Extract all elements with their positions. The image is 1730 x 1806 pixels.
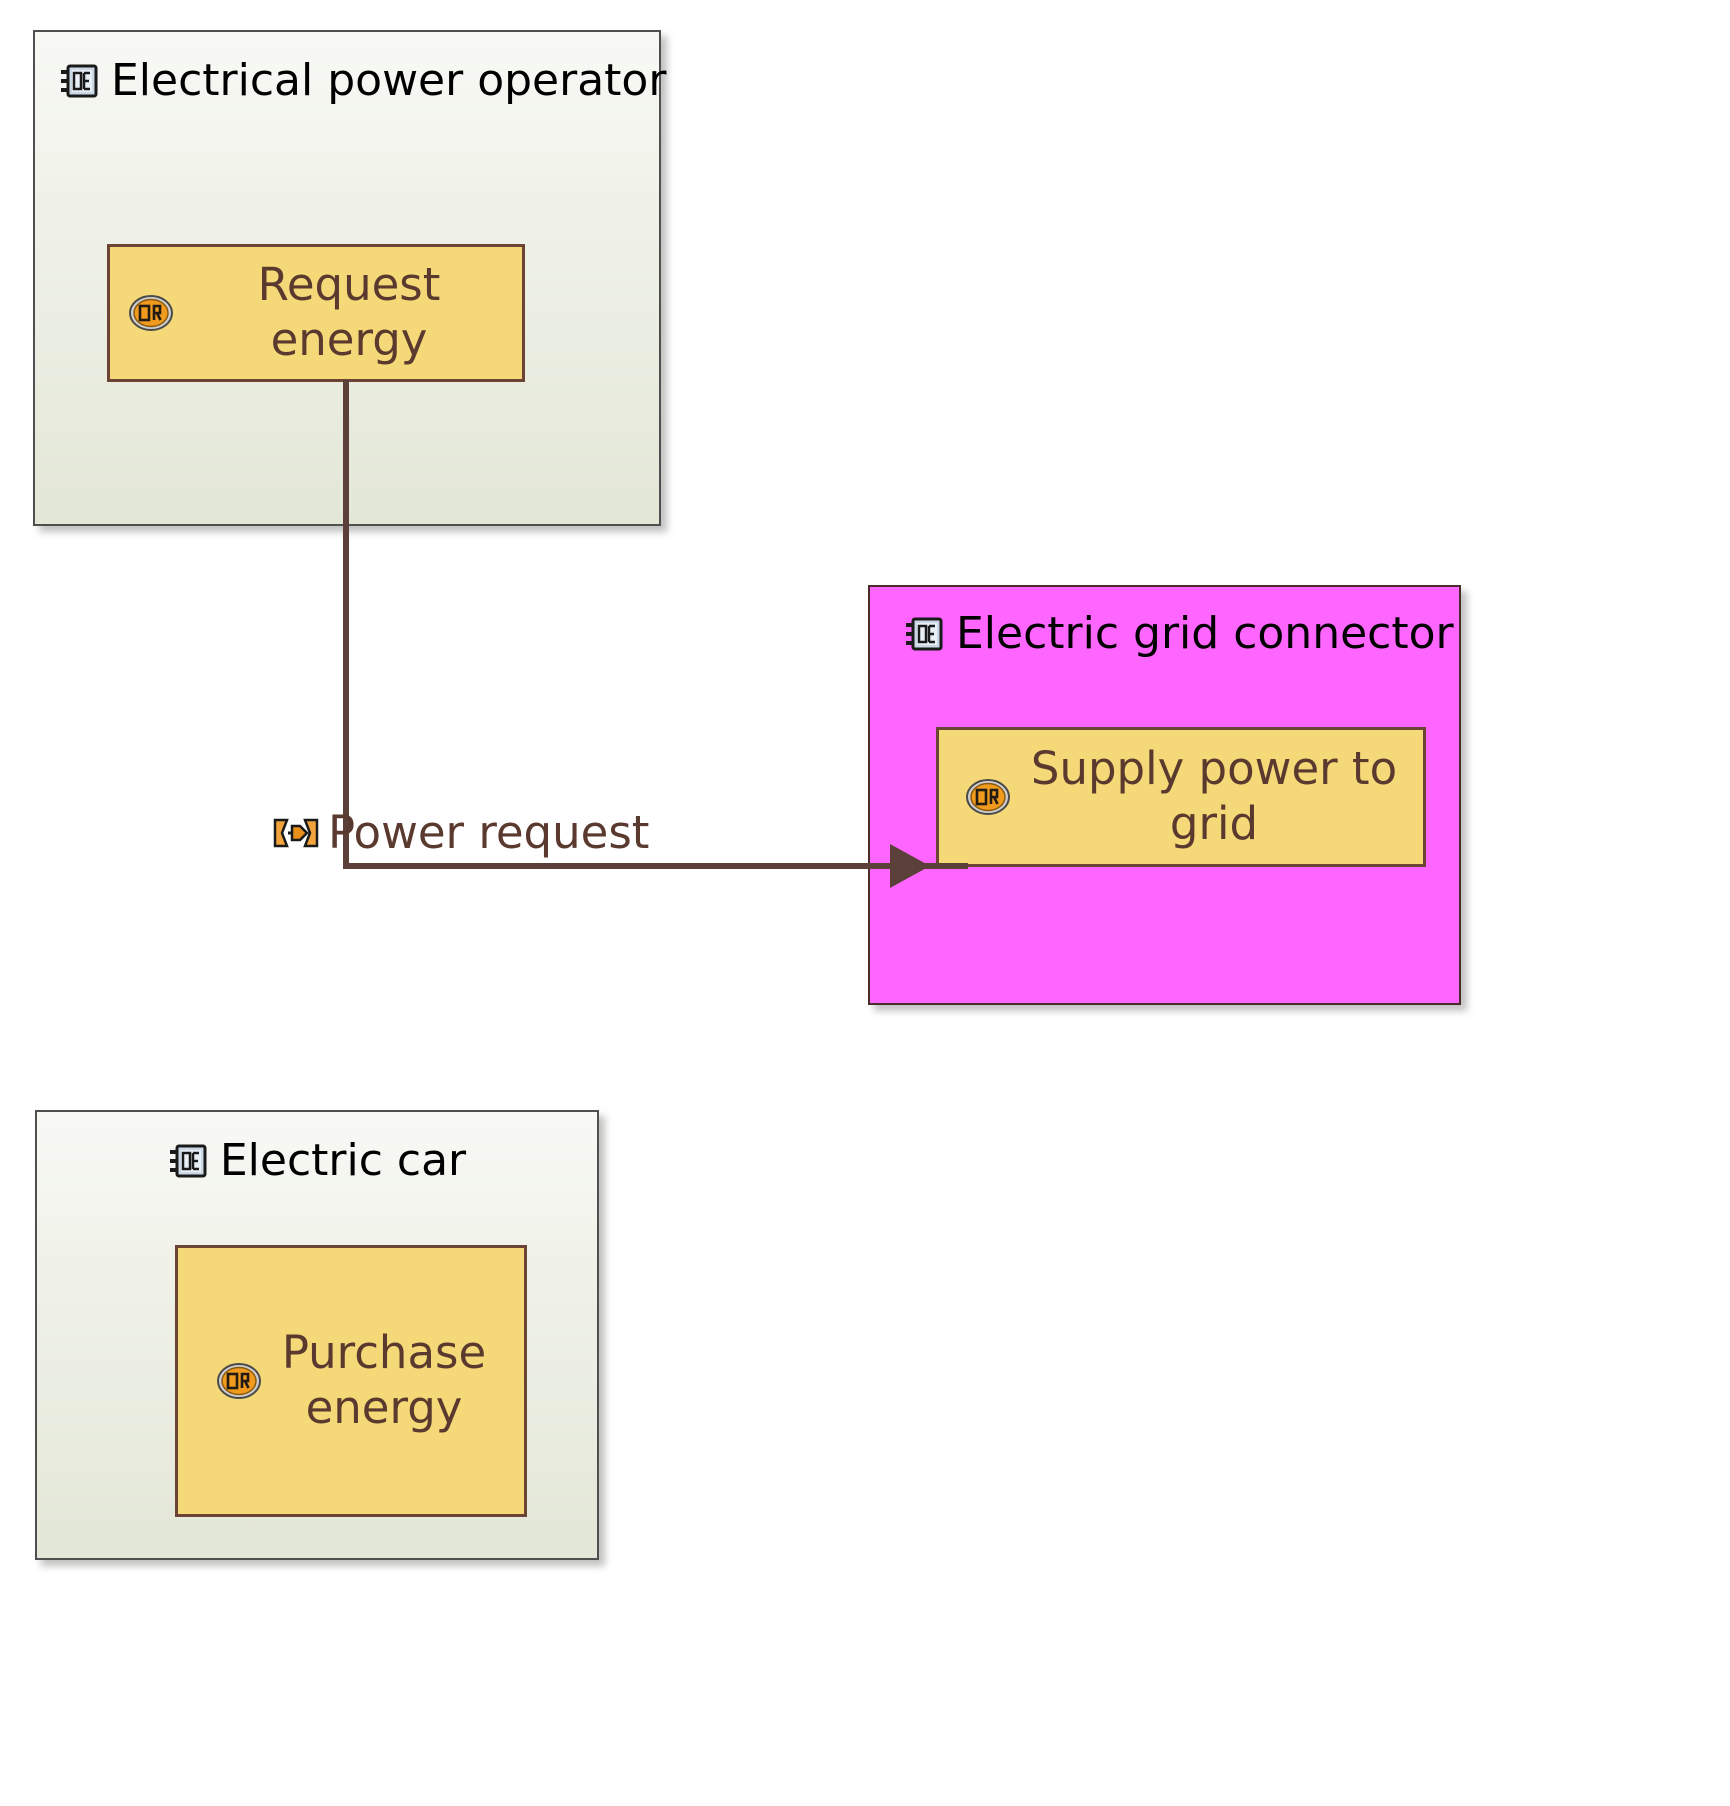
block-electric-car[interactable]: Electric car Purchase energy xyxy=(35,1110,599,1560)
action-label: Purchase energy xyxy=(281,1326,487,1434)
block-header: Electric car xyxy=(37,1135,597,1186)
connector-horizontal-segment[interactable] xyxy=(343,863,968,869)
block-header: Electric grid connector xyxy=(870,608,1459,659)
action-request-energy[interactable]: Request energy xyxy=(107,244,525,382)
block-icon xyxy=(168,1141,208,1181)
action-label: Request energy xyxy=(257,258,441,366)
block-title: Electric car xyxy=(219,1135,467,1186)
activity-icon xyxy=(128,293,174,333)
action-label: Supply power to grid xyxy=(1030,742,1398,850)
block-electric-grid-connector[interactable]: Electric grid connector Supply power to … xyxy=(868,585,1461,1005)
connector-arrowhead xyxy=(890,844,930,888)
block-header: Electrical power operator xyxy=(35,57,666,104)
block-icon xyxy=(904,614,944,654)
block-title: Electrical power operator xyxy=(111,55,667,106)
object-flow-icon xyxy=(272,816,320,850)
block-icon xyxy=(59,61,99,101)
activity-icon xyxy=(216,1361,262,1401)
action-purchase-energy[interactable]: Purchase energy xyxy=(175,1245,527,1517)
connector-vertical-segment[interactable] xyxy=(343,380,349,869)
action-supply-power-to-grid[interactable]: Supply power to grid xyxy=(936,727,1426,867)
activity-icon xyxy=(965,777,1011,817)
flow-label-power-request[interactable]: Power request xyxy=(272,806,649,859)
flow-label-text: Power request xyxy=(328,806,650,859)
block-title: Electric grid connector xyxy=(956,608,1454,659)
